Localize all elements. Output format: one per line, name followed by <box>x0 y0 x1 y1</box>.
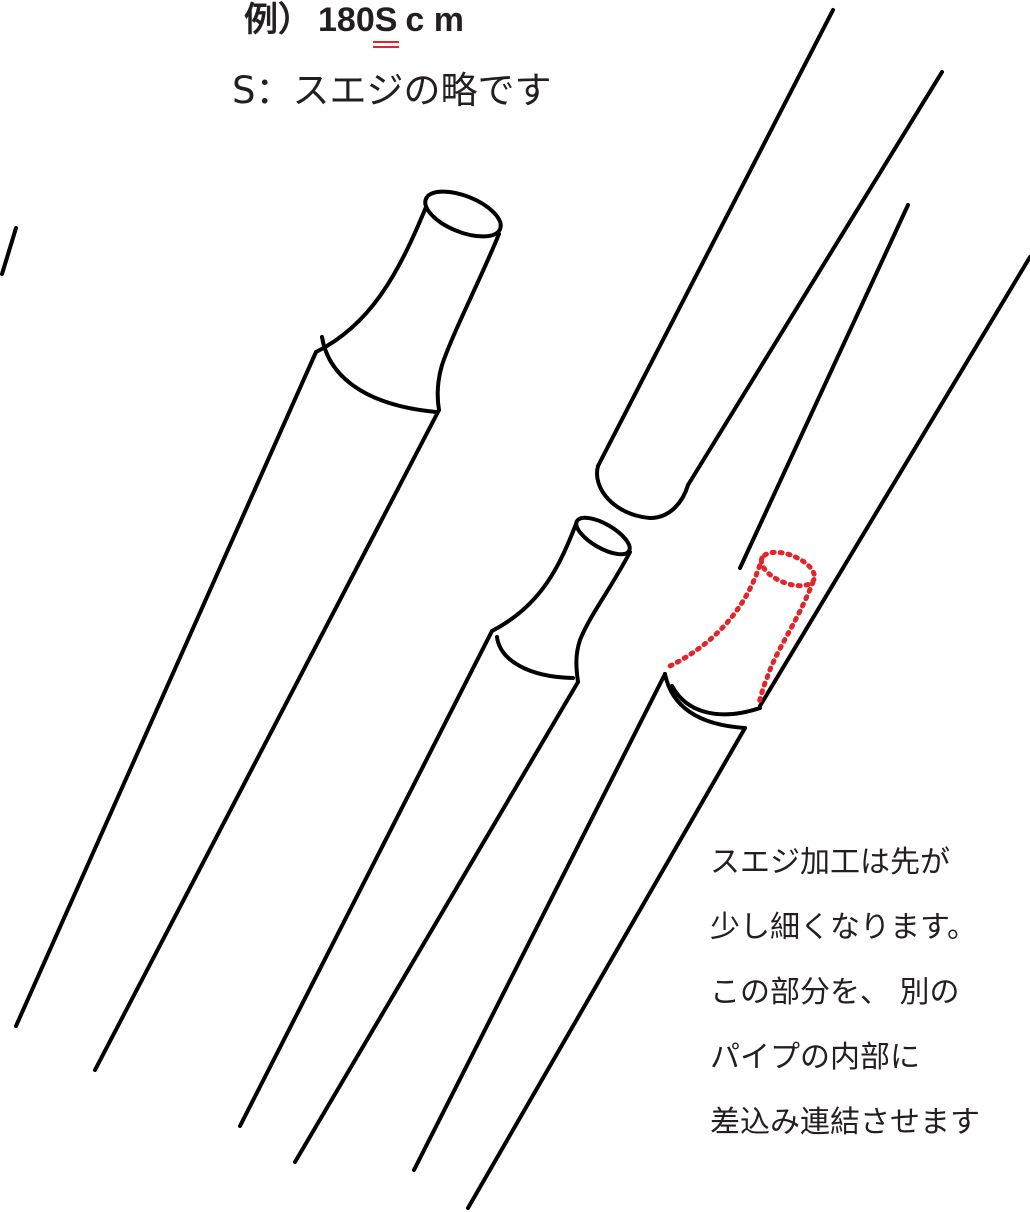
receiving-pipe-left <box>596 8 835 468</box>
large-pipe-neck-left <box>314 205 428 354</box>
small-pipe-body-right <box>293 680 580 1164</box>
example-size-number: 180 <box>318 1 375 39</box>
inserted-swage-hidden-part <box>667 549 817 709</box>
receiving-pipe-end <box>595 464 690 520</box>
connected-pipe-lower-left <box>412 672 667 1172</box>
caption-line-5: 差込み連結させます <box>710 1105 980 1140</box>
small-pipe-neck-right <box>574 550 632 684</box>
caption-line-1: スエジ加工は先が <box>710 845 950 880</box>
connected-pipe-upper-right <box>758 255 1030 708</box>
large-pipe-body-right <box>93 408 441 1072</box>
large-pipe-opening <box>423 189 503 239</box>
left-edge-pipe-fragment <box>0 226 18 276</box>
large-pipe-shoulder <box>320 335 438 414</box>
large-pipe-neck-right <box>435 232 501 412</box>
large-pipe-body-left <box>14 350 318 1028</box>
small-pipe-opening <box>574 515 632 557</box>
small-pipe-body-left <box>238 629 494 1128</box>
swage-explanation: スエジ加工は先が 少し細くなります。 この部分を、 別の パイプの内部に 差込み… <box>710 830 1030 1155</box>
swage-s-marked: S <box>374 1 398 39</box>
connected-pipe-joint-outer <box>663 672 747 730</box>
small-pipe-neck-left <box>490 522 578 633</box>
connected-pipe <box>412 203 1030 1210</box>
hidden-swage-opening <box>759 549 817 589</box>
caption-line-4: パイプの内部に <box>710 1040 920 1075</box>
receiving-pipe-right <box>686 70 944 487</box>
example-prefix: 例） <box>244 1 312 39</box>
small-swaged-pipe <box>238 515 632 1164</box>
connected-pipe-lower-right <box>466 726 747 1210</box>
small-pipe-shoulder <box>495 635 575 680</box>
hidden-swage-right <box>755 579 816 709</box>
example-unit: c m <box>405 1 465 39</box>
caption-line-3: この部分を、 別の <box>710 975 960 1010</box>
hidden-swage-left <box>667 555 765 669</box>
s-abbreviation-note: S：スエジの略です <box>232 69 552 112</box>
caption-line-2: 少し細くなります。 <box>710 910 977 945</box>
connected-pipe-upper-left <box>738 203 910 570</box>
large-swaged-pipe <box>14 189 503 1072</box>
receiving-pipe <box>595 8 944 520</box>
connected-pipe-joint-inner <box>670 684 762 717</box>
